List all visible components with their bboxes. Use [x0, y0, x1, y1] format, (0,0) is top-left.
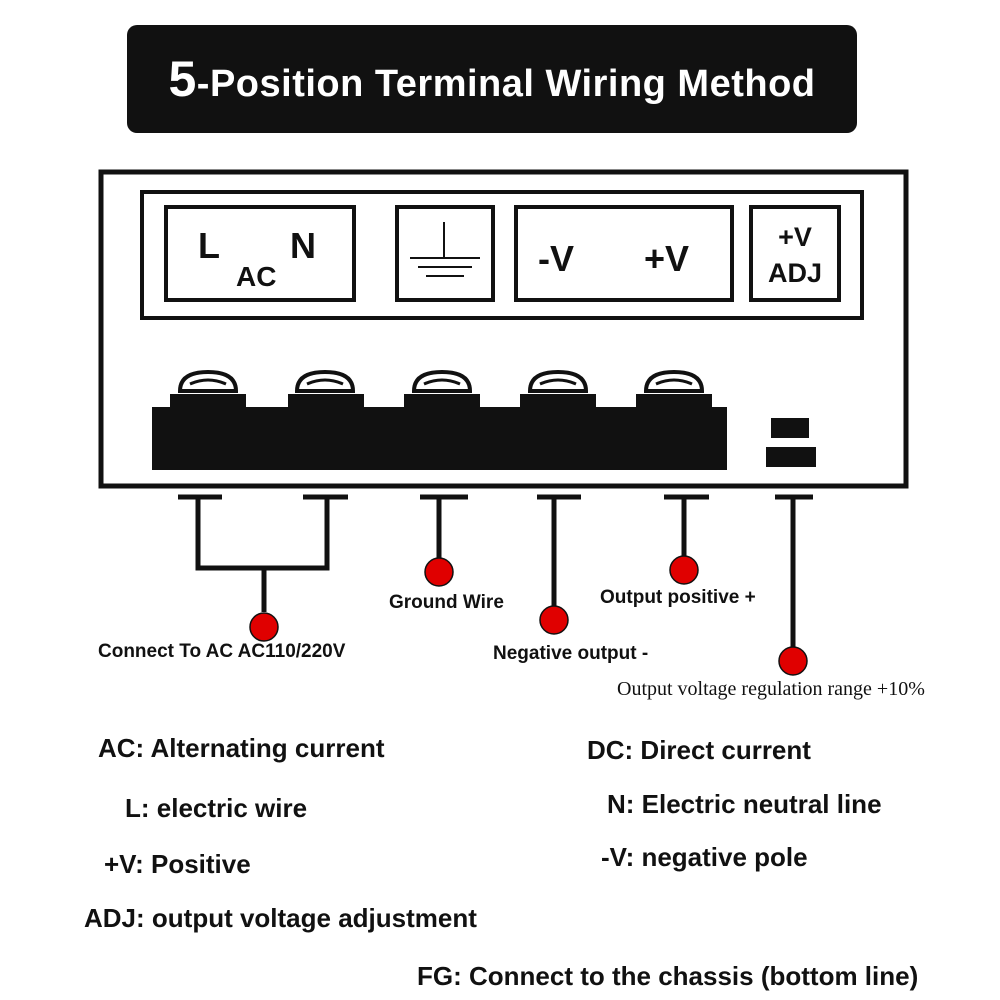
label-panel: [140, 190, 864, 320]
ground-wire-label: Ground Wire: [389, 592, 504, 613]
ground-dot: [424, 557, 454, 587]
ac-box: [164, 205, 356, 302]
adj-label: ADJ: [768, 258, 822, 288]
negative-dot: [539, 605, 569, 635]
legend-pos: +V: Positive: [104, 849, 251, 879]
legend-fg: FG: Connect to the chassis (bottom line): [417, 961, 919, 991]
terminal-screws: [177, 369, 705, 393]
ac-label: AC: [236, 261, 276, 292]
n-label: N: [290, 225, 316, 266]
legend-adj: ADJ: output voltage adjustment: [84, 903, 477, 933]
dc-box: [514, 205, 734, 302]
l-label: L: [198, 225, 220, 266]
legend-neg: -V: negative pole: [601, 842, 808, 872]
pos-v-label: +V: [644, 238, 689, 279]
regulation-range-label: Output voltage regulation range +10%: [617, 678, 925, 700]
wires: [178, 494, 813, 650]
title-banner: 5-Position Terminal Wiring Method: [127, 25, 857, 133]
positive-output-label: Output positive +: [600, 587, 756, 608]
ac-input-label: Connect To AC AC110/220V: [98, 641, 346, 662]
legend-n: N: Electric neutral line: [607, 789, 882, 819]
legend-dc: DC: Direct current: [587, 735, 811, 765]
power-supply-housing: [98, 169, 909, 489]
terminal-block: [152, 394, 727, 470]
legend-ac: AC: Alternating current: [98, 733, 385, 763]
adj-dot: [778, 646, 808, 676]
adj-potentiometer: [766, 418, 816, 467]
ac-input-dot: [249, 612, 279, 642]
positive-dot: [669, 555, 699, 585]
legend-l: L: electric wire: [125, 793, 308, 823]
page-title: 5-Position Terminal Wiring Method: [168, 51, 816, 107]
negative-output-label: Negative output -: [493, 643, 649, 664]
neg-v-label: -V: [538, 238, 574, 279]
ground-icon: [395, 205, 495, 302]
adj-plus-v-label: +V: [778, 222, 812, 252]
adj-box: [749, 205, 841, 302]
